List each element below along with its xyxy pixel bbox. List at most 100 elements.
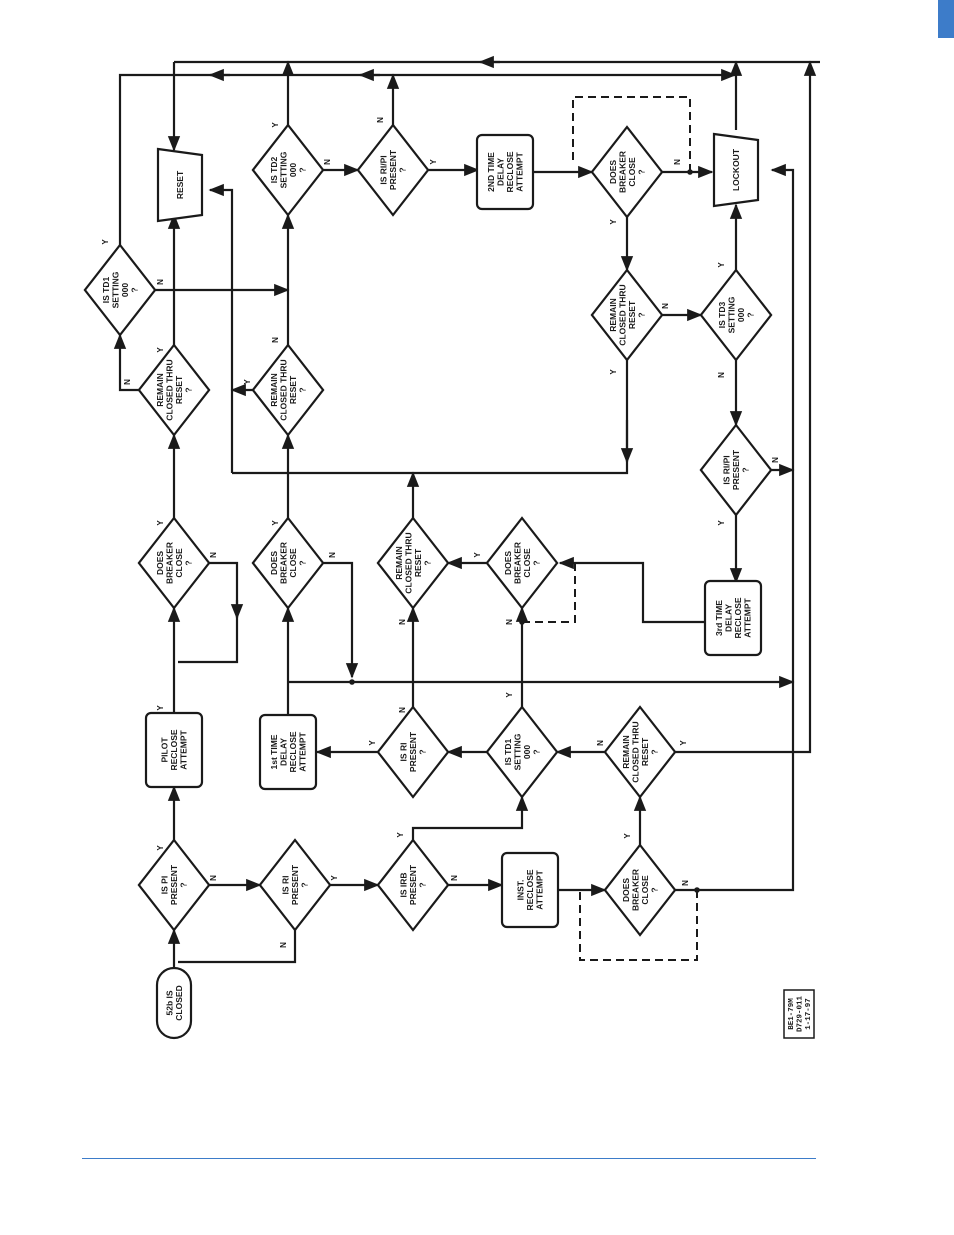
node-label-line: 3rd TIME bbox=[714, 600, 724, 636]
connector-mid-bus-up bbox=[208, 183, 234, 473]
node-label-line: 2ND TIME bbox=[486, 152, 496, 192]
node-label-line: RESET bbox=[288, 375, 298, 404]
node-label-line: DOES bbox=[503, 551, 513, 575]
node-label-line: ? bbox=[745, 312, 755, 317]
node-label: REMAINCLOSED THRURESET? bbox=[608, 284, 647, 345]
branch-label-no: N bbox=[376, 117, 385, 123]
node-inst-reclose-attempt: INST.RECLOSEATTEMPT bbox=[500, 851, 560, 929]
node-label-line: ? bbox=[183, 560, 193, 565]
node-label: RESET bbox=[175, 170, 185, 199]
process-box bbox=[258, 713, 318, 791]
decision-diamond bbox=[83, 243, 157, 337]
node-does-breaker-close-pilot: DOESBREAKERCLOSE? bbox=[137, 516, 211, 610]
node-lockout: LOCKOUT bbox=[712, 132, 760, 208]
node-label-line: IS IRB bbox=[399, 872, 409, 897]
decision-diamond bbox=[258, 838, 332, 932]
drawing-number-line: 1-17-97 bbox=[805, 998, 813, 1030]
node-is-ri-present-2: IS RIPRESENT? bbox=[376, 705, 450, 799]
node-label: 3rd TIMEDELAYRECLOSEATTEMPT bbox=[714, 597, 753, 638]
node-label-line: IS TD1 bbox=[503, 739, 513, 766]
footer-rule bbox=[82, 1158, 816, 1159]
node-remain-closed-thru-reset-low: REMAINCLOSED THRURESET? bbox=[603, 705, 677, 799]
node-label-line: IS TD2 bbox=[269, 157, 279, 184]
node-label-line: BREAKER bbox=[630, 869, 640, 911]
decision-diamond bbox=[590, 268, 664, 362]
branch-label-yes: Y bbox=[473, 552, 482, 558]
node-label-line: ? bbox=[129, 287, 139, 292]
decision-diamond bbox=[590, 125, 664, 219]
node-label-line: IS RI bbox=[281, 876, 291, 895]
drawing-number-box bbox=[783, 989, 815, 1039]
node-label: REMAINCLOSED THRURESET? bbox=[155, 359, 194, 420]
node-label: 2ND TIMEDELAYRECLOSEATTEMPT bbox=[486, 151, 525, 192]
node-td2-reclose-attempt: 2ND TIMEDELAYRECLOSEATTEMPT bbox=[475, 133, 535, 211]
node-label-line: ? bbox=[649, 887, 659, 892]
connector-td3rec-to-breaker bbox=[558, 556, 705, 624]
node-label-line: REMAIN bbox=[269, 373, 279, 407]
branch-label-yes: Y bbox=[156, 705, 165, 711]
node-label-line: DELAY bbox=[278, 738, 288, 766]
node-label-line: SETTING bbox=[726, 296, 736, 333]
branch-label-no: N bbox=[398, 707, 407, 713]
branch-label-yes: Y bbox=[271, 520, 280, 526]
branch-label-yes: Y bbox=[679, 740, 688, 746]
node-label-line: REMAIN bbox=[621, 735, 631, 769]
branch-label-no: N bbox=[328, 552, 337, 558]
process-box bbox=[703, 579, 763, 657]
node-label-line: RECLOSE bbox=[169, 729, 179, 770]
branch-label-yes: Y bbox=[609, 369, 618, 375]
node-label-line: DOES bbox=[621, 878, 631, 902]
node-label-line: 1st TIME bbox=[269, 734, 279, 769]
node-label-line: RESET bbox=[413, 548, 423, 577]
node-label-line: CLOSED THRU bbox=[617, 284, 627, 345]
branch-label-no: N bbox=[717, 372, 726, 378]
node-label-line: DOES bbox=[608, 160, 618, 184]
node-td3-reclose-attempt: 3rd TIMEDELAYRECLOSEATTEMPT bbox=[703, 579, 763, 657]
branch-label-no: N bbox=[681, 880, 690, 886]
node-is-td1-setting-000-low: IS TD1SETTING000? bbox=[485, 705, 559, 799]
branch-label-no: N bbox=[323, 159, 332, 165]
node-label: DOESBREAKERCLOSE? bbox=[503, 542, 542, 584]
node-start: 52b ISCLOSED bbox=[155, 966, 193, 1040]
node-label-line: CLOSE bbox=[288, 548, 298, 578]
node-label-line: BREAKER bbox=[512, 542, 522, 584]
node-label-line: CLOSED THRU bbox=[403, 532, 413, 593]
branch-label-yes: Y bbox=[156, 520, 165, 526]
node-label-line: ? bbox=[179, 882, 189, 887]
branch-label-no: N bbox=[398, 619, 407, 625]
branch-label-no: N bbox=[673, 159, 682, 165]
node-label-line: BREAKER bbox=[617, 151, 627, 193]
node-label-line: RESET bbox=[640, 737, 650, 766]
connector-pi-no-return bbox=[178, 930, 297, 964]
connector-remain-pilot-no bbox=[113, 333, 139, 392]
node-label-line: BREAKER bbox=[278, 542, 288, 584]
node-label-line: ? bbox=[531, 560, 541, 565]
branch-label-yes: Y bbox=[717, 262, 726, 268]
connector-td1top-yes bbox=[118, 68, 737, 245]
drawing-number-line: D729-011 bbox=[797, 996, 805, 1033]
node-label-line: ? bbox=[297, 167, 307, 172]
process-box bbox=[500, 851, 560, 929]
node-label: DOESBREAKERCLOSE? bbox=[269, 542, 308, 584]
node-label-line: 000 bbox=[120, 283, 130, 297]
node-label-line: PRESENT bbox=[388, 149, 398, 190]
node-is-ri-present-1: IS RIPRESENT? bbox=[258, 838, 332, 932]
branch-label-no: N bbox=[596, 740, 605, 746]
node-label-line: ? bbox=[418, 749, 428, 754]
node-label: IS RIPRESENT? bbox=[399, 731, 428, 772]
decision-diamond bbox=[251, 123, 325, 217]
junction-dot bbox=[694, 887, 700, 893]
node-label-line: ? bbox=[398, 167, 408, 172]
node-label-line: IS TD1 bbox=[101, 277, 111, 304]
node-label: IS PIPRESENT? bbox=[160, 864, 189, 905]
node-label-line: ATTEMPT bbox=[514, 151, 524, 191]
node-label-line: REMAIN bbox=[608, 298, 618, 332]
node-label-line: CLOSE bbox=[522, 548, 532, 578]
node-label-line: IS RI/PI bbox=[722, 455, 732, 484]
node-label-line: CLOSED THRU bbox=[164, 359, 174, 420]
node-label: IS RI/PIPRESENT? bbox=[379, 149, 408, 190]
node-label-line: DOES bbox=[155, 551, 165, 575]
terminal-oval bbox=[155, 966, 193, 1040]
node-does-breaker-close-inst: DOESBREAKERCLOSE? bbox=[603, 843, 677, 937]
